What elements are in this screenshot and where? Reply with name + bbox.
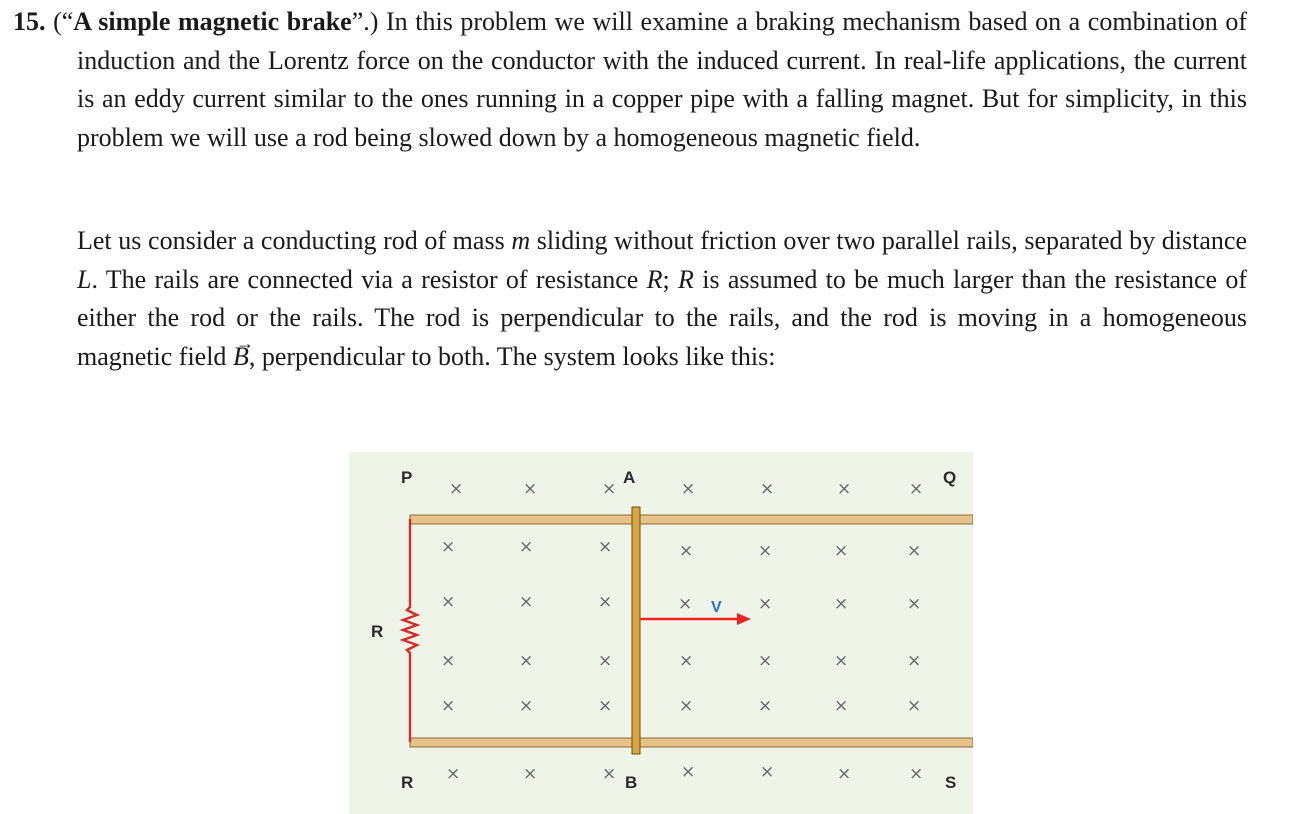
field-crosses: × × × × × × × × × × × × × × × × × × × × [441,479,923,784]
field-cross: × [523,764,537,784]
field-cross: × [679,651,693,671]
field-cross: × [758,594,772,614]
field-cross: × [519,537,533,557]
problem-paragraph-1: 15. (“A simple magnetic brake”.) In this… [13,3,1248,157]
field-vector-symbol: →B [232,333,254,377]
field-cross: × [758,541,772,561]
field-cross: × [834,696,848,716]
field-cross: × [602,479,616,499]
field-cross: × [681,479,695,499]
figure-svg: × × × × × × × × × × × × × × × × × × × × [349,452,973,814]
label-q: Q [943,468,956,487]
field-cross: × [837,479,851,499]
field-cross: × [760,479,774,499]
field-symbol: B [232,341,249,371]
label-b: B [625,773,637,792]
velocity-arrow-head [737,613,751,625]
field-cross: × [441,537,455,557]
resistor-wire [399,519,421,742]
figure-background [349,452,973,814]
vector-arrow-icon: → [235,332,254,353]
paragraph-1-text: In this problem we will examine a brakin… [77,7,1248,152]
field-cross: × [909,479,923,499]
field-cross: × [907,651,921,671]
field-cross: × [834,594,848,614]
p2-text-3: . The rails are connected via a resistor… [91,264,647,294]
field-cross: × [441,592,455,612]
field-cross: × [834,541,848,561]
resistance-symbol-2: R [678,264,694,294]
top-rail [409,514,973,525]
field-cross: × [449,479,463,499]
label-velocity: V [711,599,722,616]
title-open: (“ [53,7,74,36]
field-cross: × [441,696,455,716]
field-cross: × [598,696,612,716]
label-p: P [401,468,412,487]
distance-symbol: L [77,264,92,294]
magnetic-brake-figure: × × × × × × × × × × × × × × × × × × × × [349,452,973,814]
problem-paragraph-2: Let us consider a conducting rod of mass… [77,222,1247,376]
field-cross: × [681,762,695,782]
title-close: ”.) [351,7,379,36]
p2-text-5: is assumed to be much larger than the re… [77,264,1248,371]
field-cross: × [598,651,612,671]
field-cross: × [679,541,693,561]
field-cross: × [519,592,533,612]
p2-text-6: , perpendicular to both. The system look… [248,341,776,371]
field-cross: × [834,651,848,671]
field-cross: × [678,594,692,614]
label-r-resistor: R [371,622,383,641]
p2-text-4: ; [662,264,679,294]
field-cross: × [441,651,455,671]
field-cross: × [519,696,533,716]
mass-symbol: m [511,226,531,255]
field-cross: × [907,696,921,716]
field-cross: × [446,764,460,784]
field-cross: × [598,537,612,557]
problem-title: A simple magnetic brake [73,7,352,36]
field-cross: × [523,479,537,499]
field-cross: × [758,696,772,716]
label-r-bottom: R [401,773,413,792]
bottom-rail [409,737,973,748]
field-cross: × [907,594,921,614]
field-cross: × [519,651,533,671]
field-cross: × [758,651,772,671]
p2-text-1: Let us consider a conducting rod of mass [77,226,512,255]
field-cross: × [837,764,851,784]
field-cross: × [679,696,693,716]
field-cross: × [907,541,921,561]
problem-number: 15. [13,7,46,36]
label-a: A [623,468,635,487]
field-cross: × [760,762,774,782]
field-cross: × [602,764,616,784]
field-cross: × [909,764,923,784]
conducting-rod [631,506,641,755]
p2-text-2: sliding without friction over two parall… [530,226,1247,255]
field-cross: × [598,592,612,612]
label-s: S [945,773,956,792]
resistance-symbol-1: R [646,264,663,294]
